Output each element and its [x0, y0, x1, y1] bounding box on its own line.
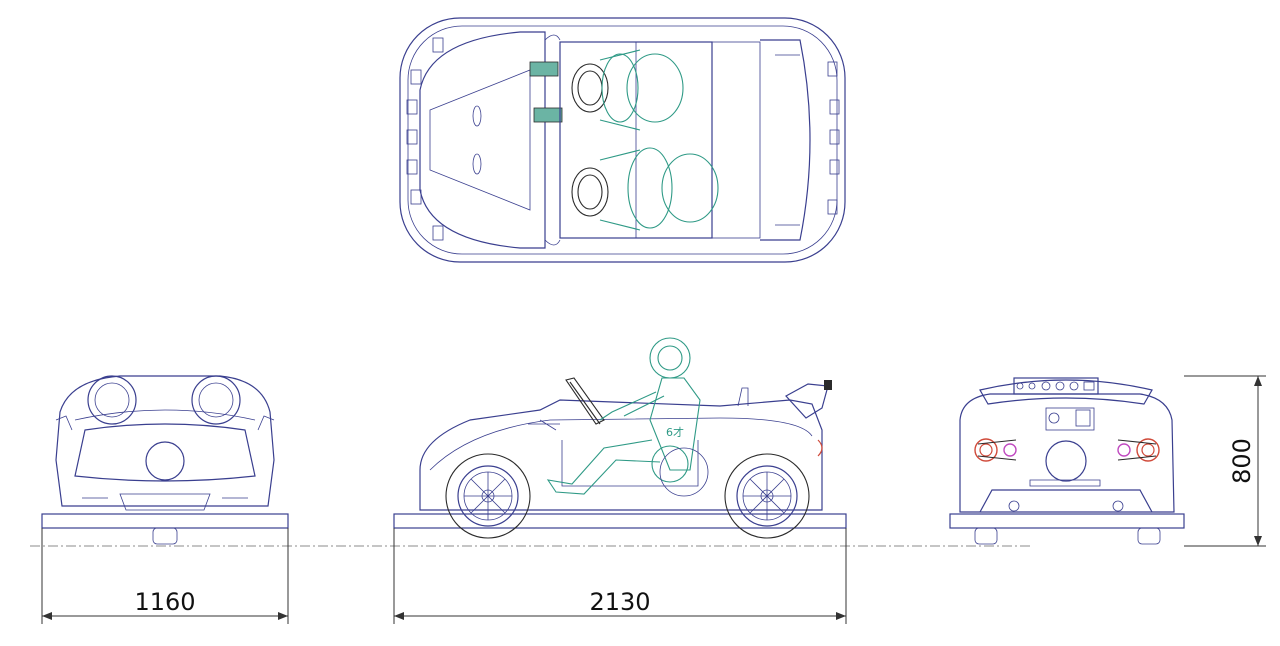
length-dimension: 2130 — [393, 528, 847, 624]
rear-view — [949, 377, 1185, 545]
height-dimension: 800 — [1184, 375, 1266, 547]
length-value: 2130 — [589, 588, 650, 616]
width-value: 1160 — [134, 588, 195, 616]
age-label: 6才 — [666, 425, 684, 439]
side-view: 6才 — [393, 337, 847, 539]
front-view — [41, 375, 289, 545]
height-value: 800 — [1228, 438, 1256, 484]
width-dimension: 1160 — [41, 528, 289, 624]
top-view — [399, 17, 846, 263]
